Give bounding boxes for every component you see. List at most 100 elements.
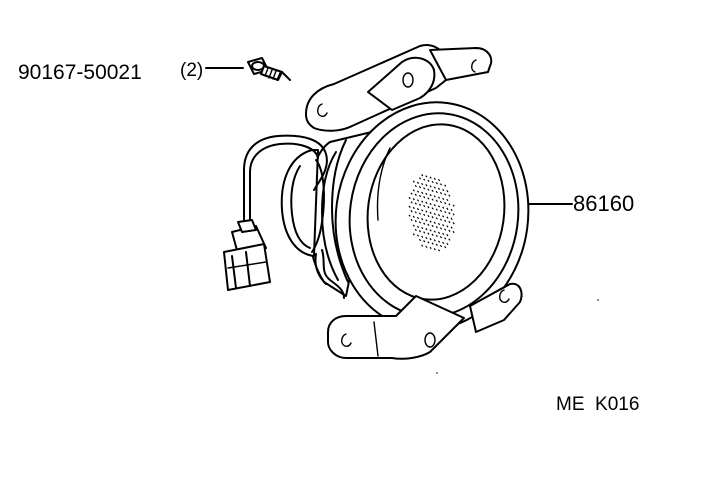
- lens-stipple-dot: [427, 241, 430, 244]
- lens-stipple-dot: [446, 190, 449, 193]
- bracket-hole: [424, 332, 436, 348]
- lens-stipple: [408, 174, 455, 252]
- lens-stipple-dot: [437, 196, 441, 199]
- lens-stipple-dot: [425, 201, 428, 204]
- wire-connector: [223, 219, 271, 291]
- lens-stipple-dot: [444, 193, 447, 196]
- lens-stipple-dot: [437, 178, 441, 182]
- lens-stipple-dot: [431, 189, 434, 192]
- lens-stipple-dot: [433, 195, 436, 198]
- lens-stipple-dot: [423, 231, 426, 234]
- lens-stipple-dot: [412, 215, 415, 218]
- lens-stipple-dot: [442, 197, 445, 200]
- lens-stipple-dot: [425, 175, 428, 178]
- lens-stipple-dot: [439, 236, 443, 239]
- lens-stipple-dot: [414, 193, 417, 196]
- lens-stipple-dot: [423, 222, 426, 225]
- upper-bracket: [305, 44, 493, 132]
- screw-part: [247, 57, 291, 81]
- lens-stipple-dot: [442, 206, 445, 209]
- lens-stipple-dot: [431, 207, 434, 210]
- lens-stipple-dot: [429, 194, 432, 197]
- lens-stipple-dot: [435, 199, 438, 202]
- lens-stipple-dot: [437, 205, 441, 208]
- lens-stipple-dot: [429, 238, 432, 241]
- lens-stipple-dot: [421, 218, 424, 221]
- lens-stipple-dot: [423, 204, 426, 208]
- lens-stipple-dot: [425, 228, 428, 231]
- lens-stipple-dot: [421, 226, 424, 230]
- lens-stipple-dot: [435, 243, 438, 246]
- lens-stipple-dot: [429, 229, 432, 232]
- lens-stipple-dot: [418, 230, 422, 233]
- lens-stipple-dot: [423, 240, 426, 243]
- lens-stipple-dot: [437, 214, 441, 217]
- lower-bracket: [327, 282, 523, 360]
- lens-stipple-dot: [452, 213, 455, 216]
- lens-stipple-dot: [442, 215, 445, 218]
- bracket-clip-mark: [499, 289, 510, 303]
- lens-stipple-dot: [439, 192, 443, 195]
- lens-stipple-dot: [433, 248, 436, 251]
- lens-stipple-dot: [412, 198, 415, 201]
- lens-stipple-dot: [418, 186, 422, 189]
- lens-stipple-dot: [433, 221, 436, 224]
- lens-stipple-dot: [421, 244, 424, 247]
- lens-stipple-dot: [412, 224, 415, 227]
- lens-stipple-dot: [412, 206, 415, 210]
- lens-stipple-dot: [416, 216, 420, 220]
- lens-stipple-dot: [439, 209, 443, 212]
- lens-stipple-dot: [408, 196, 411, 200]
- lens-stipple-dot: [446, 207, 449, 210]
- lens-stipple-dot: [439, 218, 443, 221]
- lens-stipple-dot: [448, 203, 451, 206]
- lens-stipple-dot: [435, 226, 438, 229]
- lens-stipple-dot: [429, 220, 432, 223]
- lens-stipple-dot: [442, 224, 445, 227]
- lens-stipple-dot: [452, 230, 455, 234]
- lens-stipple-dot: [421, 209, 424, 212]
- lens-stipple-dot: [421, 191, 424, 194]
- lens-stipple-dot: [410, 201, 413, 204]
- lens-stipple-dot: [437, 231, 441, 234]
- lens-stipple-dot: [427, 223, 430, 226]
- lens-stipple-dot: [435, 190, 438, 194]
- lens-stipple-dot: [429, 185, 432, 188]
- lens-stipple-dot: [425, 245, 428, 248]
- lens-stipple-dot: [435, 182, 438, 185]
- lens-stipple-dot: [425, 192, 428, 196]
- lens-stipple-dot: [448, 238, 451, 241]
- lens-stipple-dot: [452, 204, 455, 207]
- lens-stipple-dot: [412, 189, 415, 192]
- lens-stipple-dot: [433, 230, 436, 233]
- lens-stipple-dot: [429, 246, 432, 250]
- screw-quantity: (2): [180, 60, 203, 81]
- lens-stipple-dot: [427, 232, 430, 235]
- diagram-code: ME K016: [556, 394, 639, 415]
- lens-stipple-dot: [427, 179, 430, 182]
- lens-stipple-dot: [433, 239, 436, 242]
- lens-stipple-dot: [444, 219, 447, 222]
- lens-stipple-dot: [437, 249, 441, 252]
- lens-stipple-dot: [427, 214, 430, 218]
- lens-stipple-dot: [435, 217, 438, 220]
- lens-stipple-dot: [439, 244, 443, 248]
- lens-stipple-dot: [412, 180, 415, 183]
- lens-stipple-dot: [431, 224, 434, 228]
- lens-stipple-dot: [427, 188, 430, 191]
- lens-stipple-dot: [437, 187, 441, 190]
- lens-stipple-dot: [439, 200, 443, 204]
- lens-stipple-dot: [425, 184, 428, 187]
- lens-stipple-dot: [416, 190, 420, 193]
- lens-stipple-dot: [414, 220, 417, 223]
- lens-stipple-dot: [448, 229, 451, 232]
- lens-stipple-dot: [444, 237, 447, 240]
- lens-stipple-dot: [448, 194, 451, 197]
- bracket-clip-mark: [317, 103, 328, 117]
- lens-stipple-dot: [444, 184, 447, 187]
- lens-stipple-dot: [427, 206, 430, 209]
- lens-stipple-dot: [416, 225, 420, 228]
- lens-stipple-dot: [437, 240, 441, 243]
- lens-stipple-dot: [416, 199, 420, 202]
- lens-stipple-dot: [431, 233, 434, 236]
